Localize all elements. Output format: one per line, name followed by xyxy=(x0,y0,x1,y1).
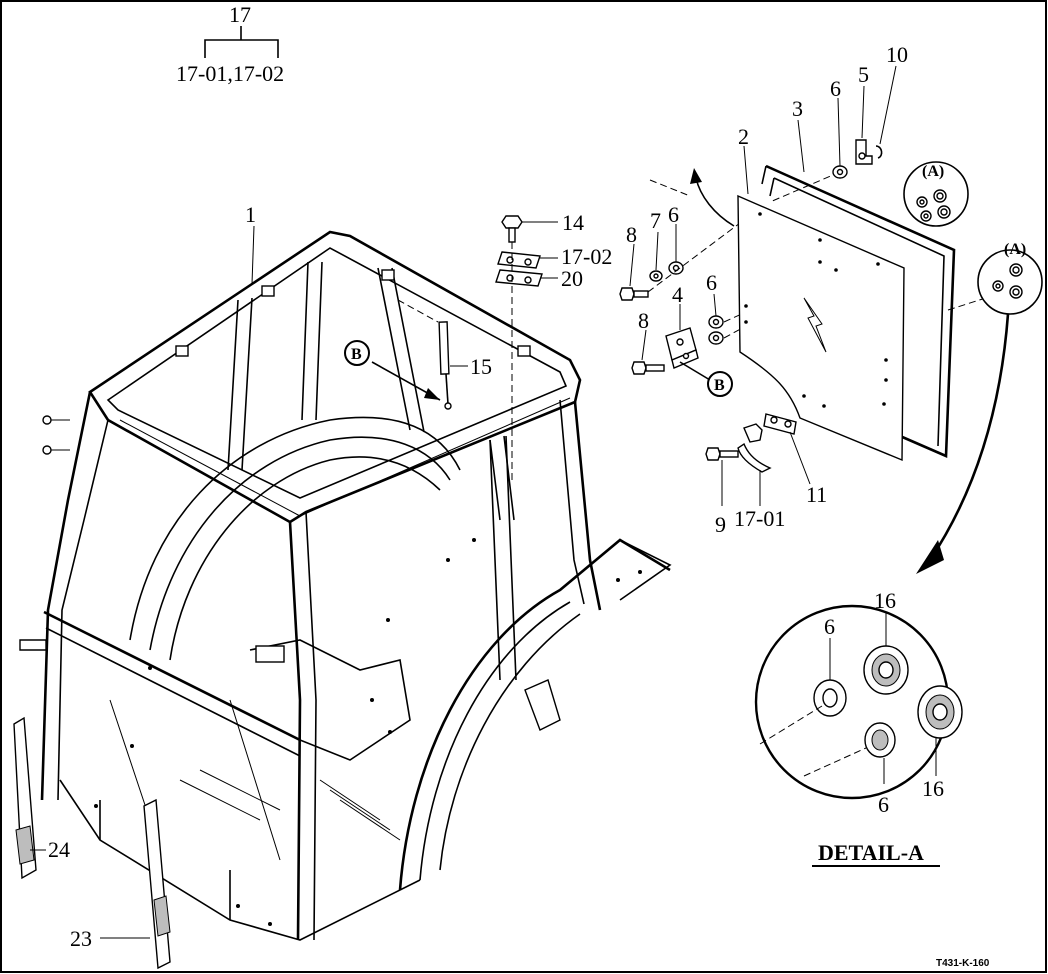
marker-b-right-label: B xyxy=(714,377,725,394)
callout-11: 11 xyxy=(806,482,827,507)
detail-callout-16-right: 16 xyxy=(922,776,944,801)
detail-callout-6-upper: 6 xyxy=(824,614,835,639)
view-marker-a-right: (A) xyxy=(916,241,1043,574)
callout-17-parts: 17-01,17-02 xyxy=(176,61,284,86)
trim-front-24: 24 xyxy=(13,716,70,880)
rear-window: 2 3 xyxy=(649,96,993,462)
cab-frame xyxy=(19,230,672,941)
callout-15: 15 xyxy=(470,354,492,379)
callout-24: 24 xyxy=(48,837,70,862)
callout-frame-group: 1 xyxy=(245,202,256,285)
marker-a-top-label: (A) xyxy=(922,163,944,180)
latch-hardware: 6 5 10 xyxy=(830,42,908,179)
callout-3: 3 xyxy=(792,96,803,121)
drawing-id: T431-K-160 xyxy=(936,958,990,969)
detail-callout-16-top: 16 xyxy=(874,588,896,613)
callout-9: 9 xyxy=(715,512,726,537)
callout-6-upper-left: 6 xyxy=(668,202,679,227)
detail-a-view: 6 16 16 6 DETAIL-A xyxy=(754,588,963,867)
gas-strut: 15 xyxy=(397,299,492,410)
hinge-hardware: 8 7 6 4 6 8 xyxy=(619,202,761,375)
callout-14: 14 xyxy=(562,210,584,235)
detail-callout-6-lower: 6 xyxy=(878,792,889,817)
callout-8-upper: 8 xyxy=(626,222,637,247)
callout-17: 17 xyxy=(229,2,251,27)
callout-7: 7 xyxy=(650,208,661,233)
callout-20: 20 xyxy=(561,266,583,291)
view-marker-b-right: B xyxy=(679,361,733,397)
marker-b-left-label: B xyxy=(351,346,362,363)
callout-1: 1 xyxy=(245,202,256,227)
detail-a-title: DETAIL-A xyxy=(818,840,924,865)
marker-a-right-label: (A) xyxy=(1004,241,1026,258)
view-marker-a-top: (A) xyxy=(903,161,969,227)
callout-17-01: 17-01 xyxy=(734,506,785,531)
callout-4: 4 xyxy=(672,282,683,307)
callout-6-mid: 6 xyxy=(706,270,717,295)
callout-10: 10 xyxy=(886,42,908,67)
view-marker-b-left: B xyxy=(344,340,441,401)
callout-8-lower: 8 xyxy=(638,308,649,333)
callout-6-top: 6 xyxy=(830,76,841,101)
trim-rear-23: 23 xyxy=(70,798,171,970)
callout-5: 5 xyxy=(858,62,869,87)
callout-17-02: 17-02 xyxy=(561,244,612,269)
roof-bracket-stack: 14 17-02 20 xyxy=(495,210,612,480)
handle-hardware: 17-01 9 11 xyxy=(705,413,827,537)
callout-23: 23 xyxy=(70,926,92,951)
assembly-17-group: 17 17-01,17-02 xyxy=(176,2,284,86)
callout-2: 2 xyxy=(738,124,749,149)
